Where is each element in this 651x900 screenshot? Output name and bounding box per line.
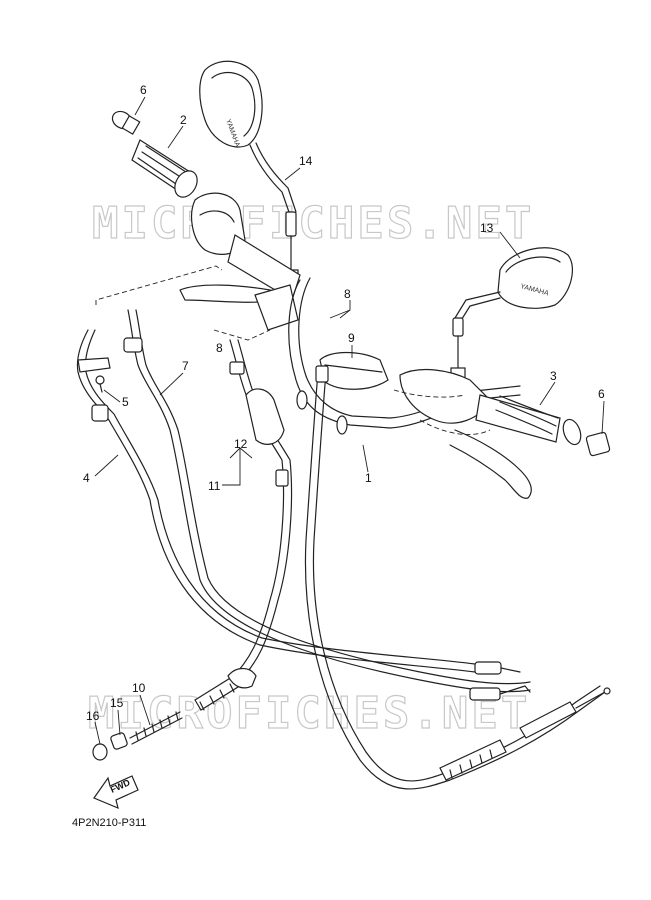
left-switch-and-lever [179,192,301,331]
callout-8: 8 [344,287,351,301]
callout-10: 10 [132,681,146,695]
callout-1: 1 [365,471,372,485]
callout-16: 16 [86,709,100,723]
callout-8-lower: 8 [216,341,223,355]
callout-11: 11 [208,479,221,493]
watermark-bottom: MICROFICHES.NET [88,688,530,739]
diagram-code: 4P2N210-P311 [72,817,146,829]
watermark-top: MICROFICHES.NET [92,198,534,249]
right-grip [399,369,611,499]
adjuster-parts [92,667,257,761]
left-mirror: YAMAHA [199,60,299,281]
callout-14: 14 [299,154,313,168]
right-mirror: YAMAHA [450,247,573,379]
callout-2: 2 [180,113,187,127]
cable-throttle-2 [229,339,293,685]
callout-13: 13 [480,221,494,235]
callout-5: 5 [122,395,129,409]
bracket-5 [77,357,111,393]
callout-4: 4 [83,471,90,485]
cable-throttle-1 [123,309,531,701]
callout-9: 9 [348,331,355,345]
fwd-arrow-icon: FWD [93,775,139,810]
callout-12: 12 [234,437,248,451]
callout-15: 15 [110,696,124,710]
callout-3: 3 [550,369,557,383]
left-grip [111,110,198,198]
callout-6-right: 6 [598,387,605,401]
callout-7: 7 [182,359,189,373]
cable-clutch [76,329,521,675]
cable-adjusters [439,687,611,781]
callout-6-left: 6 [140,83,147,97]
